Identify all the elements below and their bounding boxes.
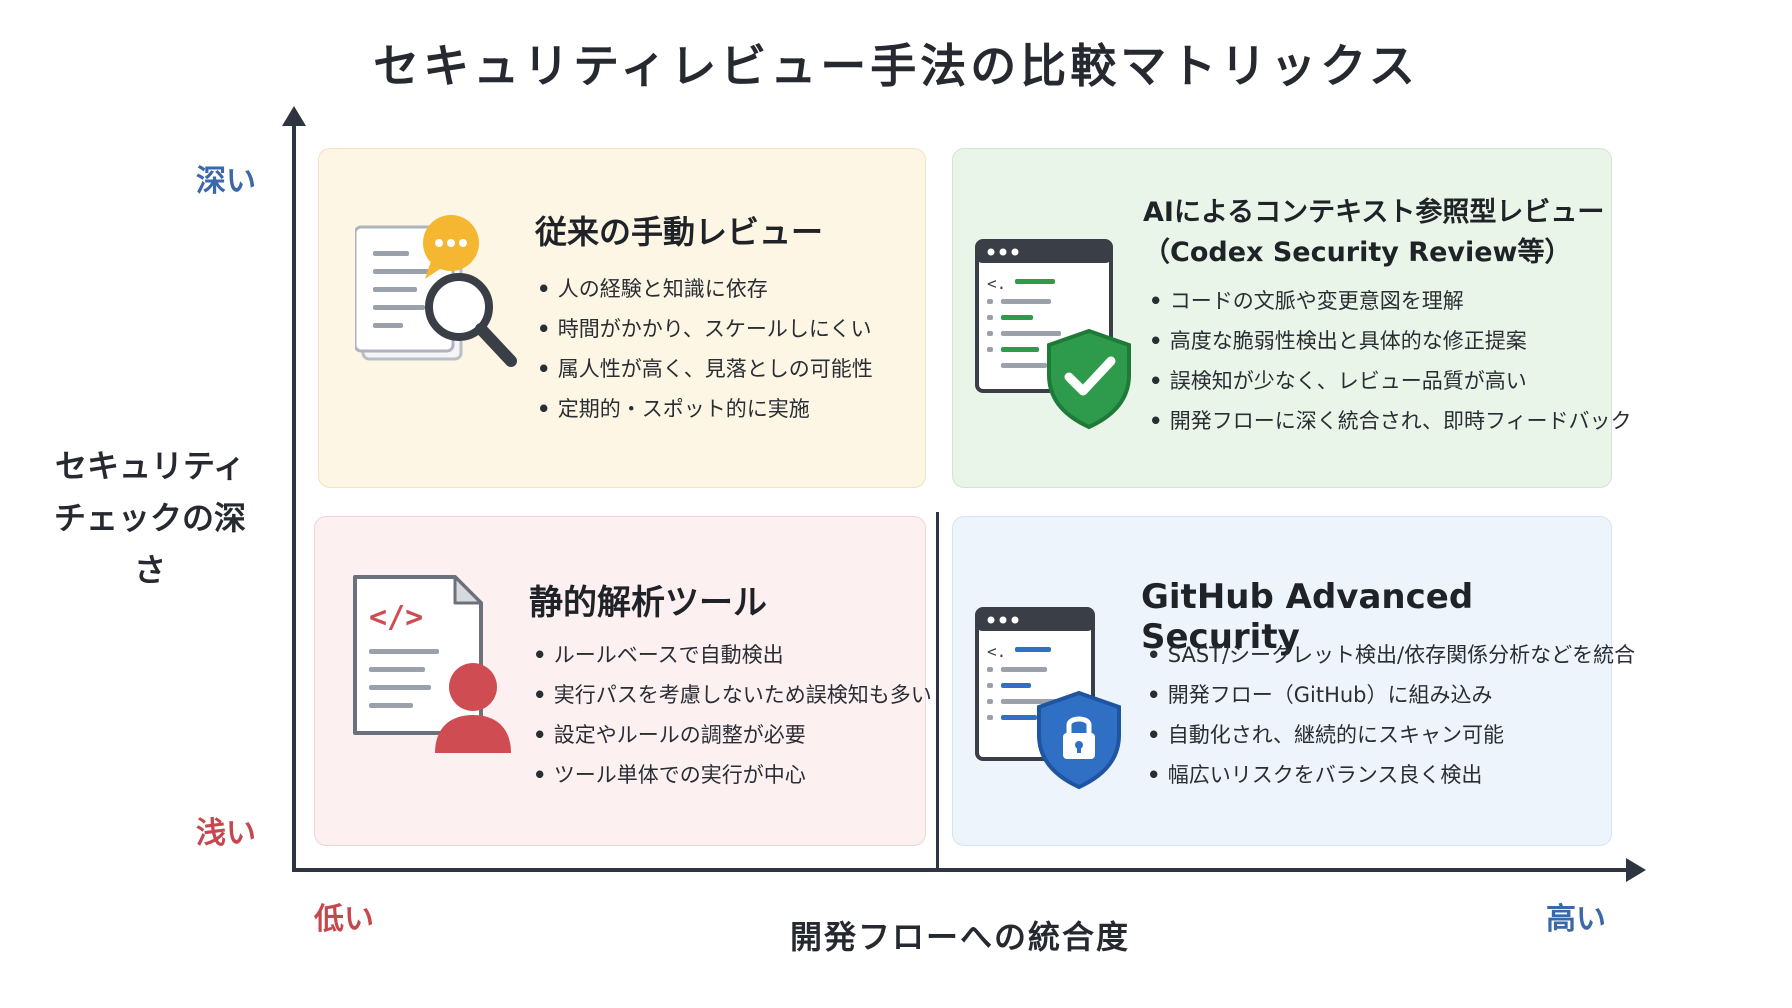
x-axis-low-label: 低い <box>314 902 374 937</box>
x-axis-high-label: 高い <box>1546 902 1606 937</box>
quadrant-list: ルールベースで自動検出 実行パスを考慮しないため誤検知も多い 設定やルールの調整… <box>533 635 932 795</box>
list-item: ツール単体での実行が中心 <box>533 755 932 795</box>
x-axis-arrow <box>1626 858 1646 882</box>
quadrant-ai-review: <. AIによるコンテキスト参照型レビュー （Codex Security Re… <box>952 148 1632 488</box>
quadrant-github-advanced-security: <. GitHub Advanced Security SAST/シークレット検… <box>952 516 1635 846</box>
x-axis-line <box>292 868 1632 872</box>
svg-text:</>: </> <box>369 600 423 635</box>
quadrant-list: コードの文脈や変更意図を理解 高度な脆弱性検出と具体的な修正提案 誤検知が少なく… <box>1149 281 1632 441</box>
code-document-user-icon: </> <box>353 575 511 753</box>
quadrant-title-line2: （Codex Security Review等） <box>1143 237 1572 268</box>
quadrant-title: 静的解析ツール <box>529 583 767 623</box>
y-axis-title-line2: チェックの深さ <box>53 499 246 589</box>
list-item: 実行パスを考慮しないため誤検知も多い <box>533 675 932 715</box>
code-window-shield-check-icon: <. <box>975 239 1131 430</box>
quadrant-manual-review: 従来の手動レビュー 人の経験と知識に依存 時間がかかり、スケールしにくい 属人性… <box>318 148 926 488</box>
quadrant-list: 人の経験と知識に依存 時間がかかり、スケールしにくい 属人性が高く、見落としの可… <box>537 269 873 429</box>
list-item: 高度な脆弱性検出と具体的な修正提案 <box>1149 321 1632 361</box>
x-axis-title: 開発フローへの統合度 <box>789 918 1130 956</box>
quadrant-divider <box>936 512 939 868</box>
quadrant-title-line1: AIによるコンテキスト参照型レビュー <box>1143 197 1605 228</box>
quadrant-static-analysis: </> 静的解析ツール ルールベースで自動検出 実行パスを考慮しないため誤検知も… <box>314 516 932 846</box>
y-axis-low-label: 浅い <box>196 816 256 851</box>
code-window-shield-lock-icon: <. <box>975 607 1121 790</box>
y-axis-line <box>292 112 296 872</box>
quadrant-title: 従来の手動レビュー <box>535 213 824 251</box>
y-axis-arrow <box>282 106 306 126</box>
list-item: ルールベースで自動検出 <box>533 635 932 675</box>
document-magnifier-chat-icon <box>355 215 517 367</box>
list-item: 開発フロー（GitHub）に組み込み <box>1147 675 1635 715</box>
svg-text:<.: <. <box>987 274 1006 293</box>
list-item: 自動化され、継続的にスキャン可能 <box>1147 715 1635 755</box>
list-item: 誤検知が少なく、レビュー品質が高い <box>1149 361 1632 401</box>
list-item: 開発フローに深く統合され、即時フィードバック <box>1149 401 1632 441</box>
y-axis-title-line1: セキュリティ <box>54 447 246 485</box>
list-item: 設定やルールの調整が必要 <box>533 715 932 755</box>
list-item: 属人性が高く、見落としの可能性 <box>537 349 873 389</box>
list-item: コードの文脈や変更意図を理解 <box>1149 281 1632 321</box>
y-axis-title: セキュリティ チェックの深さ <box>40 440 260 596</box>
quadrant-list: SAST/シークレット検出/依存関係分析などを統合 開発フロー（GitHub）に… <box>1147 635 1635 795</box>
list-item: 時間がかかり、スケールしにくい <box>537 309 873 349</box>
y-axis-high-label: 深い <box>196 164 256 199</box>
svg-text:<.: <. <box>987 642 1006 661</box>
list-item: SAST/シークレット検出/依存関係分析などを統合 <box>1147 635 1635 675</box>
quadrant-title: AIによるコンテキスト参照型レビュー （Codex Security Revie… <box>1143 193 1604 273</box>
list-item: 人の経験と知識に依存 <box>537 269 873 309</box>
page-title: セキュリティレビュー手法の比較マトリックス <box>373 39 1419 93</box>
list-item: 定期的・スポット的に実施 <box>537 389 873 429</box>
list-item: 幅広いリスクをバランス良く検出 <box>1147 755 1635 795</box>
